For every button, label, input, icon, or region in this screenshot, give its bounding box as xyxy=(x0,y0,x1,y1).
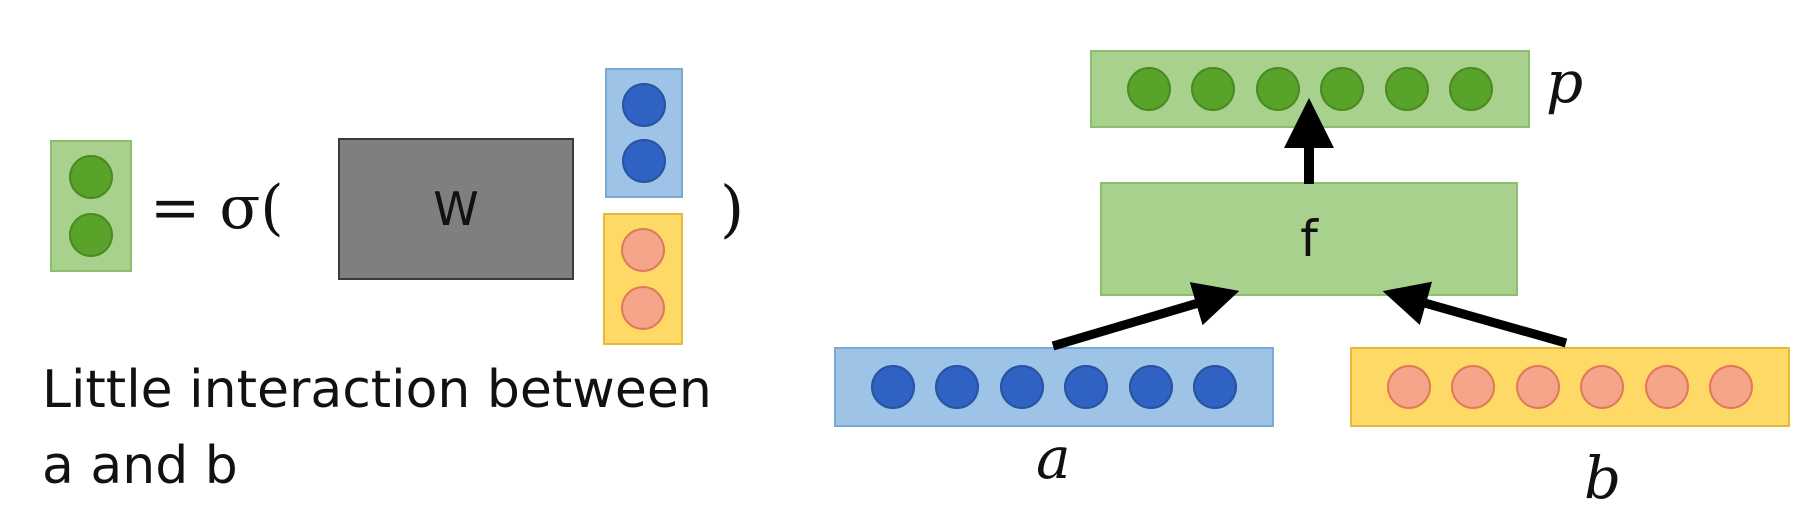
arrow-b-to-f xyxy=(1382,281,1568,348)
caption-line-2: a and b xyxy=(42,436,238,496)
input-a-neuron xyxy=(622,82,666,127)
label-a: a xyxy=(1036,424,1071,492)
close-paren: ) xyxy=(720,172,745,245)
input-b-neuron xyxy=(621,285,665,330)
a-neuron xyxy=(1064,365,1109,409)
label-b: b xyxy=(1584,444,1622,512)
a-neuron xyxy=(1193,365,1238,409)
weight-matrix-label: W xyxy=(433,182,479,236)
input-b-neuron xyxy=(621,228,665,273)
a-neuron xyxy=(1128,365,1173,409)
p-neuron xyxy=(1191,67,1236,111)
p-neuron xyxy=(1126,67,1171,111)
a-neuron xyxy=(999,365,1044,409)
b-neuron xyxy=(1709,365,1754,409)
weight-matrix: W xyxy=(338,138,574,280)
b-neuron xyxy=(1451,365,1496,409)
input-vector-b xyxy=(603,213,683,345)
output-vector xyxy=(50,140,132,272)
a-neuron xyxy=(870,365,915,409)
function-box-f: f xyxy=(1100,182,1518,296)
arrow-a-to-f xyxy=(1051,282,1240,351)
b-neuron xyxy=(1580,365,1625,409)
caption-line-1: Little interaction between xyxy=(42,360,712,420)
input-vector-b-right xyxy=(1350,347,1790,427)
label-p: p xyxy=(1546,48,1584,116)
equals-sigma-open: = σ( xyxy=(150,173,284,243)
b-neuron xyxy=(1644,365,1689,409)
p-neuron xyxy=(1449,67,1494,111)
b-neuron xyxy=(1515,365,1560,409)
output-neuron xyxy=(69,212,113,257)
output-neuron xyxy=(69,155,113,200)
b-neuron xyxy=(1386,365,1431,409)
function-label: f xyxy=(1300,210,1318,268)
p-neuron xyxy=(1384,67,1429,111)
input-a-neuron xyxy=(622,139,666,184)
a-neuron xyxy=(935,365,980,409)
input-vector-a xyxy=(605,68,683,198)
input-vector-a-right xyxy=(834,347,1274,427)
